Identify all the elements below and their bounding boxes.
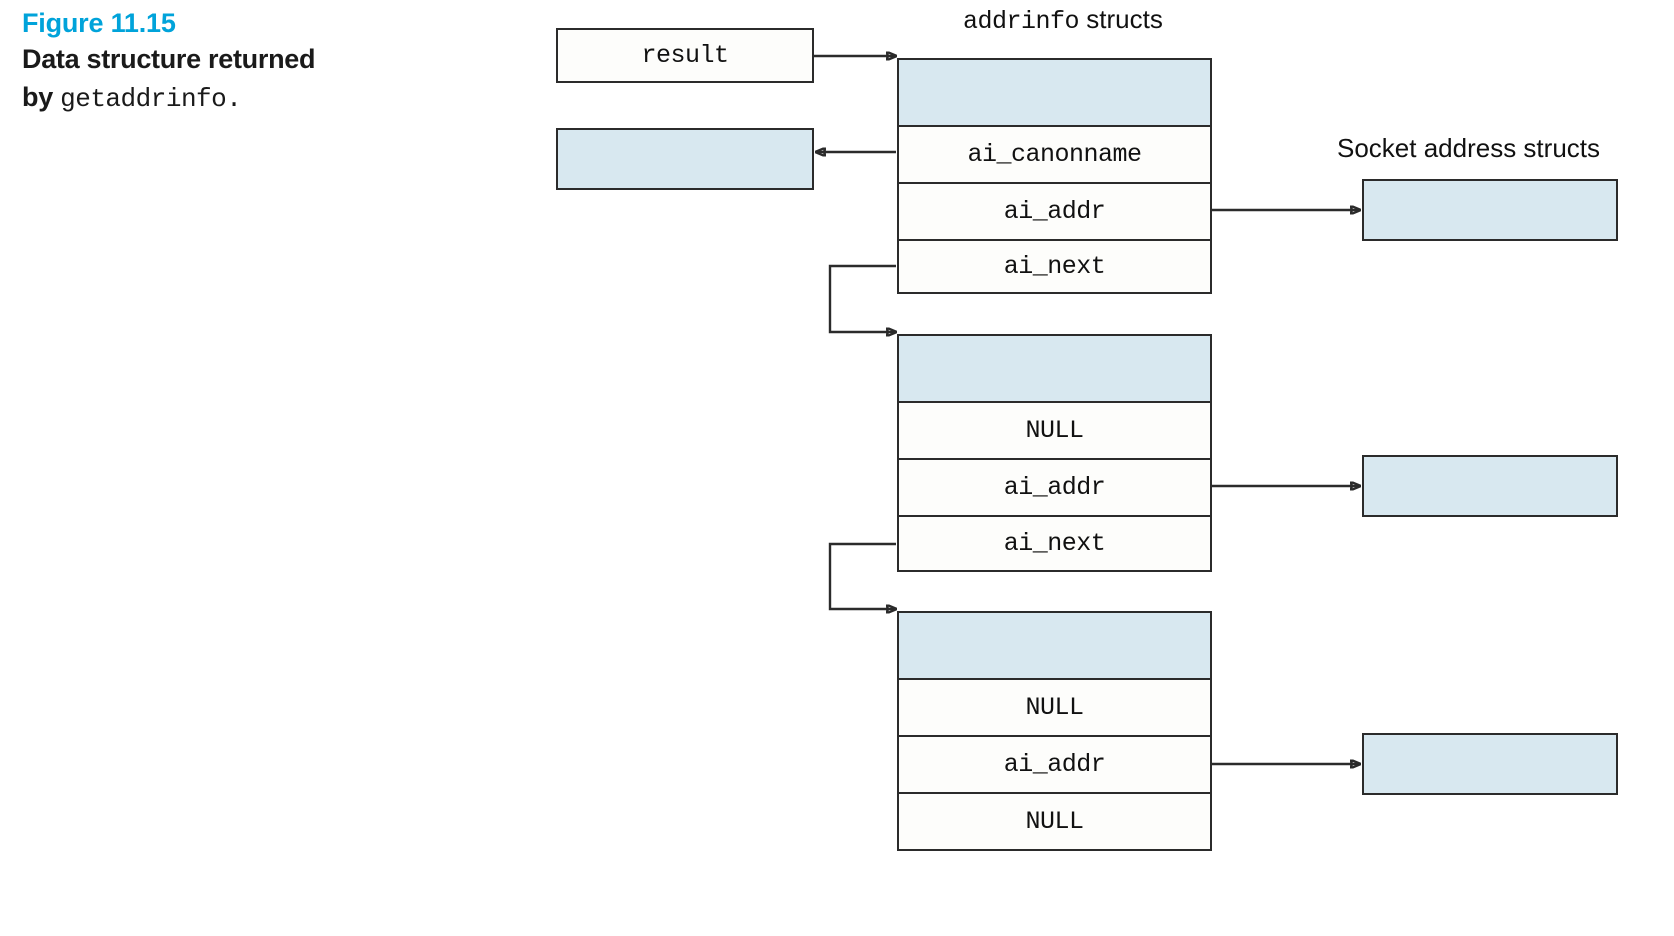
addrinfo-heading-suffix: structs — [1079, 4, 1163, 34]
struct-2-ai-next-label: ai_next — [1003, 529, 1106, 558]
struct-1-ai-next-label: ai_next — [1003, 252, 1106, 281]
result-pointer-box: result — [556, 28, 814, 83]
struct-2-row-ai-addr: ai_addr — [899, 458, 1210, 515]
struct-3-row-null-canonname: NULL — [899, 678, 1210, 735]
struct-2-null-label: NULL — [1025, 416, 1084, 445]
figure-caption-line-1: Data structure returned — [22, 44, 316, 74]
socket-address-struct-2 — [1362, 455, 1618, 517]
struct-1-header-row — [899, 60, 1210, 125]
wire-struct1-next-to-struct2 — [828, 264, 896, 332]
struct-3-null-canonname-label: NULL — [1025, 693, 1084, 722]
socket-address-struct-1 — [1362, 179, 1618, 241]
struct-2-row-ai-next: ai_next — [899, 515, 1210, 570]
figure-caption-block: Figure 11.15 Data structure returned by … — [22, 6, 492, 118]
canonname-target-box — [556, 128, 814, 190]
figure-caption-function-name: getaddrinfo. — [60, 84, 242, 114]
struct-3-header-row — [899, 613, 1210, 678]
figure-caption-prefix: by — [22, 82, 61, 112]
addrinfo-heading-mono: addrinfo — [963, 7, 1080, 36]
socket-address-struct-3 — [1362, 733, 1618, 795]
addrinfo-struct-3: NULL ai_addr NULL — [897, 611, 1212, 851]
struct-2-ai-addr-label: ai_addr — [1003, 473, 1106, 502]
addrinfo-struct-2: NULL ai_addr ai_next — [897, 334, 1212, 572]
result-label: result — [641, 41, 729, 70]
struct-2-header-row — [899, 336, 1210, 401]
figure-caption-line-2: by getaddrinfo. — [22, 78, 492, 118]
struct-1-row-ai-next: ai_next — [899, 239, 1210, 292]
socket-address-structs-heading: Socket address structs — [1337, 133, 1600, 163]
wire-struct2-next-to-struct3 — [828, 542, 896, 609]
struct-3-row-null-next: NULL — [899, 792, 1210, 849]
addrinfo-struct-1: ai_canonname ai_addr ai_next — [897, 58, 1212, 294]
figure-number: Figure 11.15 — [22, 8, 176, 38]
struct-1-row-ai-addr: ai_addr — [899, 182, 1210, 239]
addrinfo-structs-heading: addrinfo structs — [963, 4, 1163, 36]
struct-3-null-next-label: NULL — [1025, 807, 1084, 836]
struct-1-ai-addr-label: ai_addr — [1003, 197, 1106, 226]
struct-1-row-ai-canonname: ai_canonname — [899, 125, 1210, 182]
struct-3-row-ai-addr: ai_addr — [899, 735, 1210, 792]
struct-3-ai-addr-label: ai_addr — [1003, 750, 1106, 779]
struct-2-row-null: NULL — [899, 401, 1210, 458]
struct-1-ai-canonname-label: ai_canonname — [967, 140, 1142, 169]
